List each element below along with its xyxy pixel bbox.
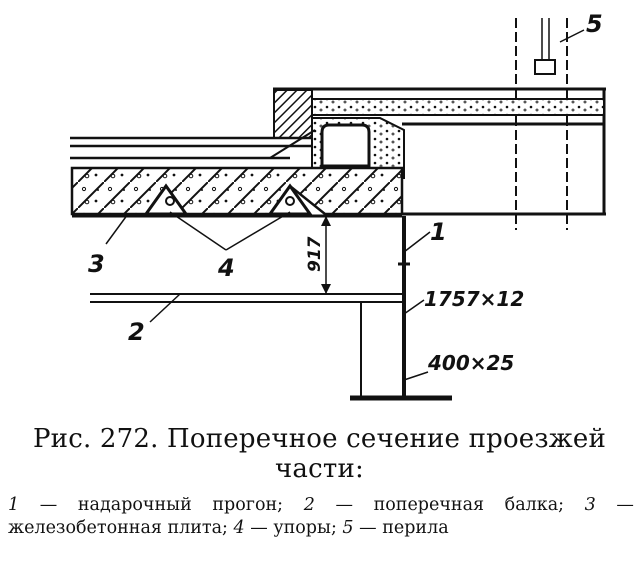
label-2: 2 (128, 318, 145, 346)
dim-flange-label: 400×25 (427, 351, 514, 375)
label-3: 3 (88, 250, 105, 278)
legend-item-2: 2 — поперечная балка; (303, 495, 565, 515)
sidewalk-frame (273, 87, 606, 214)
road-surface (70, 129, 316, 160)
caption-line-2: части: (275, 454, 364, 484)
legend-item-4: 4 — упоры; (233, 518, 337, 538)
legend-item-3: 3 — железобетонная плита; (8, 495, 634, 538)
figure-caption: Рис. 272. Поперечное сечение проезжей ча… (0, 424, 639, 484)
cross-section-drawing: 3 4 2 1 5 917 1757×12 400×25 (70, 10, 606, 401)
label-1: 1 (430, 218, 447, 246)
legend-item-1: 1 — надарочный прогон; (8, 495, 284, 515)
legend-item-5: 5 — перила (342, 518, 449, 538)
label-4: 4 (217, 254, 235, 282)
figure-legend: 1 — надарочный прогон; 2 — поперечная ба… (8, 494, 634, 540)
curb (273, 89, 313, 139)
dimension-917 (321, 216, 331, 294)
leader-lines (105, 29, 585, 381)
stops (143, 183, 313, 216)
cross-beam (90, 293, 404, 303)
caption-line-1: Рис. 272. Поперечное сечение проезжей (32, 424, 607, 454)
dim-917-label: 917 (305, 236, 325, 272)
edge-channel (311, 117, 405, 179)
stringer (350, 216, 452, 401)
dim-stringer-label: 1757×12 (424, 287, 524, 311)
label-5: 5 (586, 10, 603, 38)
